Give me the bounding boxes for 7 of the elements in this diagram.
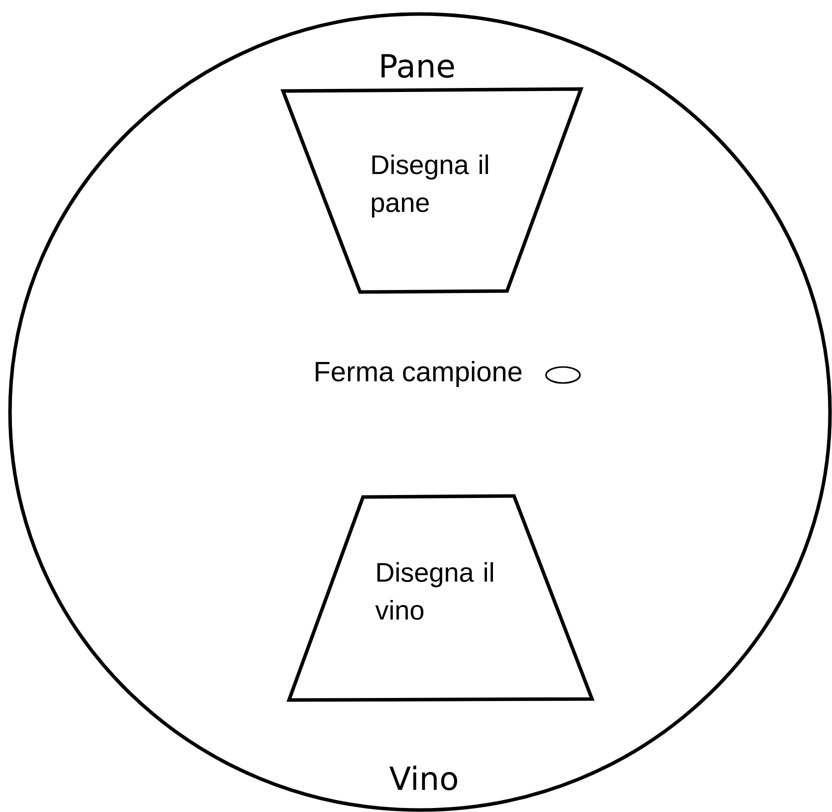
heading: Pane (382, 54, 454, 78)
sample-holder-ellipse (545, 366, 581, 384)
label: Ferma campione (316, 361, 522, 387)
label: Disegna il vino (375, 562, 493, 620)
outer-circle (8, 12, 832, 812)
label: Disegna il pane (372, 154, 488, 218)
heading: Vino (389, 766, 458, 790)
